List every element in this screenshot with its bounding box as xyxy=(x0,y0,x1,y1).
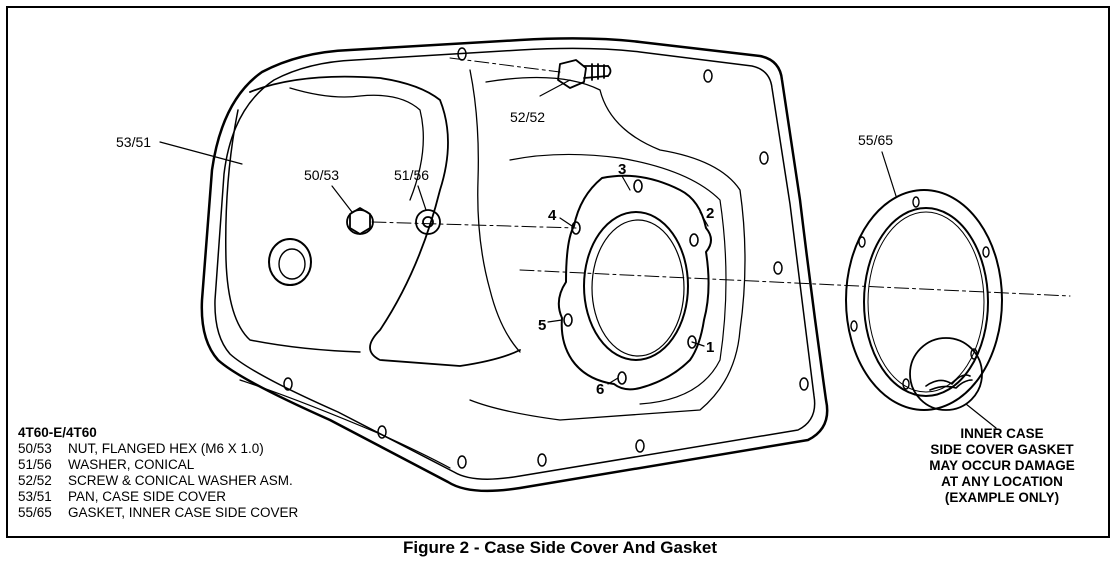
inner-case-side-cover-gasket xyxy=(845,189,1003,411)
damage-note: INNER CASE SIDE COVER GASKET MAY OCCUR D… xyxy=(929,426,1075,505)
sequence-5: 5 xyxy=(538,317,546,334)
pan-gasket-opening-inner xyxy=(591,219,685,357)
assembly-center-lines xyxy=(371,57,1071,297)
pan-gasket-bolt-holes xyxy=(563,179,699,385)
callout-screw: 52/52 xyxy=(510,109,545,125)
pan-body-contour xyxy=(249,75,521,367)
figure-caption: Figure 2 - Case Side Cover And Gasket xyxy=(403,538,717,557)
sequence-2: 2 xyxy=(706,205,714,222)
pan-gasket-outline xyxy=(557,174,712,391)
pan-body-contour-2 xyxy=(225,109,361,353)
pan-body-contour-3 xyxy=(289,87,424,201)
pan-body-contour-6 xyxy=(509,153,727,405)
sequence-4: 4 xyxy=(548,207,557,224)
pan-side-wall xyxy=(239,379,451,469)
sequence-6: 6 xyxy=(596,381,604,398)
pan-outer-flange xyxy=(200,37,829,493)
leader-lines xyxy=(159,79,997,429)
callout-pan: 53/51 xyxy=(116,134,151,150)
drain-plug-inner xyxy=(278,248,306,280)
damage-detail-circle xyxy=(909,337,983,411)
figure-frame xyxy=(6,6,1110,538)
pan-body-contour-4 xyxy=(469,69,521,353)
pan-inner-flange xyxy=(214,47,816,480)
damage-tear-icon xyxy=(925,374,973,391)
pan-gasket-opening xyxy=(583,211,689,361)
drain-plug xyxy=(268,238,312,286)
callout-washer: 51/56 xyxy=(394,167,429,183)
sequence-1: 1 xyxy=(706,339,714,356)
legend-header: 4T60-E/4T60 xyxy=(18,425,97,440)
callout-nut: 50/53 xyxy=(304,167,339,183)
flange-bolt-holes xyxy=(283,47,809,469)
callout-gasket: 55/65 xyxy=(858,132,893,148)
flanged-hex-nut xyxy=(346,207,374,235)
pan-body-contour-5 xyxy=(469,76,746,421)
screw-conical-washer xyxy=(557,59,612,89)
conical-washer xyxy=(415,209,441,235)
sequence-3: 3 xyxy=(618,161,626,178)
